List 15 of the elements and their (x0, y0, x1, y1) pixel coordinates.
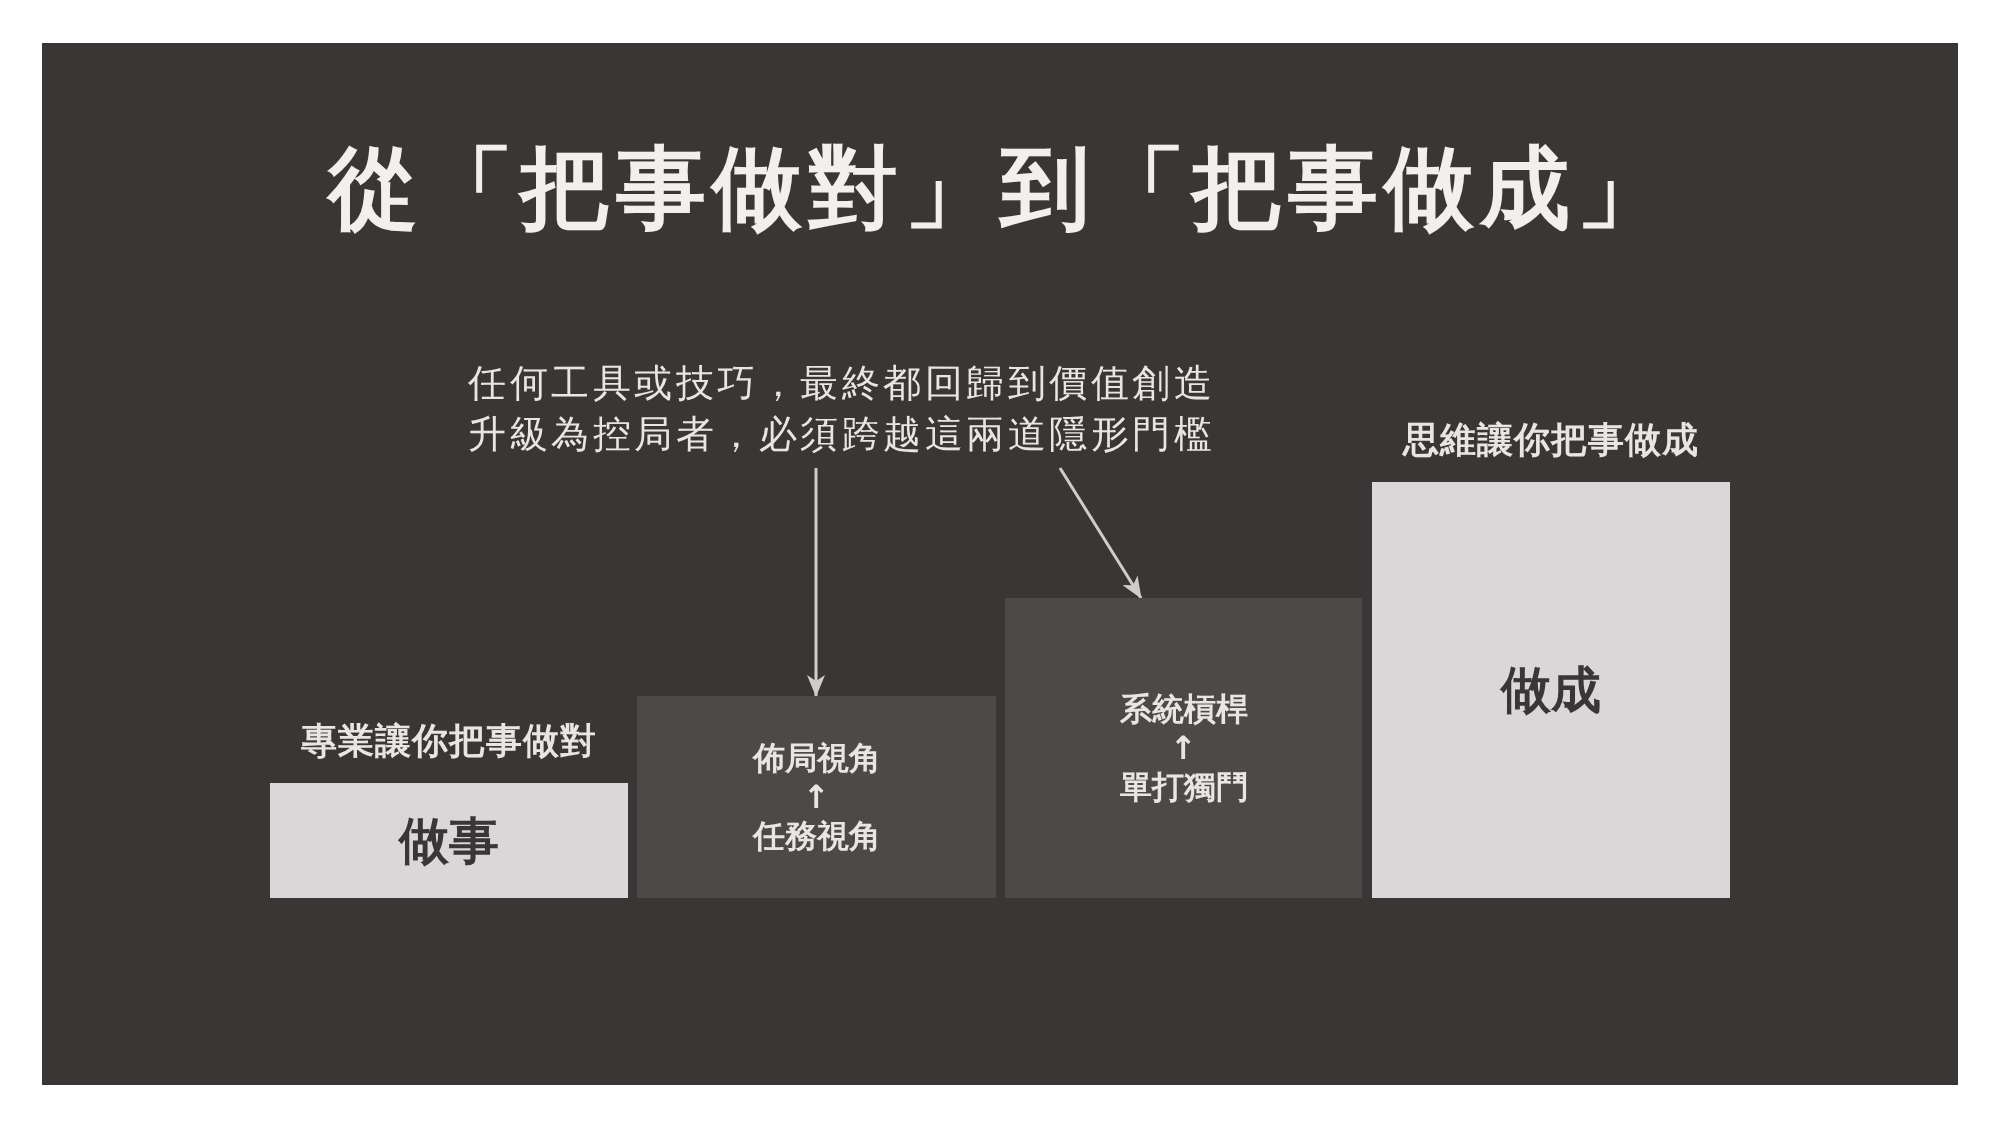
note-text: 升級為控局者，必須跨越這兩道隱形門檻 (468, 411, 1215, 458)
up-arrow: ↑ (1170, 728, 1197, 768)
arrow (807, 468, 825, 697)
step-heading: 專業讓你把事做對 (301, 719, 597, 763)
title: 從「把事做對」到「把事做成」 (328, 134, 1672, 242)
arrow (1058, 467, 1143, 599)
up-arrow: ↑ (803, 777, 830, 817)
step-label: 做事 (399, 810, 499, 871)
step-label: 任務視角 (752, 816, 881, 856)
step-label: 佈局視角 (752, 738, 881, 778)
step-label: 單打獨鬥 (1119, 767, 1248, 807)
step-label: 做成 (1501, 660, 1601, 720)
note-text: 任何工具或技巧，最終都回歸到價值創造 (468, 360, 1215, 407)
step-label: 系統槓桿 (1119, 689, 1248, 729)
step-heading: 思維讓你把事做成 (1403, 418, 1699, 462)
